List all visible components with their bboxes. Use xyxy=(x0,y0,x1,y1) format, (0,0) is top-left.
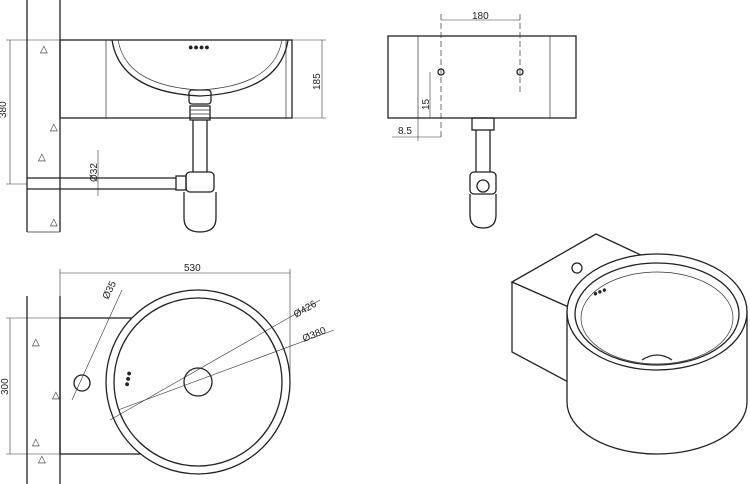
dim-outer-diameter: Ø426 xyxy=(292,299,319,321)
plan-drain xyxy=(183,367,213,397)
plan-inner-rim xyxy=(113,297,283,467)
wall-hatch-mark: △ xyxy=(38,454,46,465)
dim-180: 180 xyxy=(472,11,489,22)
leader-tap-hole xyxy=(71,289,123,401)
trap-bottle xyxy=(183,192,217,233)
trap-body xyxy=(185,171,215,193)
iso-drain xyxy=(641,354,673,361)
iso-block-front xyxy=(511,282,573,386)
dim-15: 15 xyxy=(421,98,432,110)
brand-logo-mark: ●●● xyxy=(121,370,134,388)
plan-outer-rim xyxy=(105,289,291,475)
brand-logo-mark: ●●●● xyxy=(188,42,210,52)
plan-view: △ △ △ △ ●●● 530 300 Ø35 Ø426 Ø380 xyxy=(0,263,335,484)
isometric-view: ●●● xyxy=(510,233,748,455)
basin-side-body xyxy=(387,35,577,119)
iso-outer-rim xyxy=(566,253,748,371)
wall-hatch-mark: △ xyxy=(50,122,58,133)
wall-hatch-mark: △ xyxy=(52,390,60,401)
dim-tap-hole: Ø35 xyxy=(101,279,119,301)
dim-pipe-dia: Ø32 xyxy=(89,163,100,182)
iso-inner-rim xyxy=(574,262,740,366)
dim-300: 300 xyxy=(0,378,11,395)
dim-inner-diameter: Ø380 xyxy=(301,325,328,345)
wall-hatch-mark: △ xyxy=(50,217,58,228)
basin-front-body xyxy=(59,39,293,119)
plan-tap-hole xyxy=(73,374,91,392)
wall-hatch-mark: △ xyxy=(32,437,40,448)
iso-tap-hole xyxy=(571,262,583,274)
side-trap-bottle xyxy=(469,194,497,229)
trap-outlet-nut xyxy=(175,175,187,191)
dim-8-5: 8.5 xyxy=(398,126,412,137)
waste-fitting xyxy=(188,89,212,105)
wall-hatch-mark: △ xyxy=(32,337,40,348)
front-view: △ △ △ △ ●●●● 380 185 xyxy=(0,0,326,233)
dim-380: 380 xyxy=(0,101,9,118)
waste-nut xyxy=(189,105,211,121)
basin-bowl xyxy=(111,39,289,97)
dim-530: 530 xyxy=(184,263,201,274)
wall-hatch-mark: △ xyxy=(40,44,48,55)
side-view: 180 15 8.5 xyxy=(387,11,577,229)
leader-inner-diameter xyxy=(117,329,335,411)
wall-hatch-mark: △ xyxy=(38,152,46,163)
side-trap-body xyxy=(469,171,497,195)
dim-185: 185 xyxy=(312,73,323,90)
side-waste-nut xyxy=(471,117,495,131)
